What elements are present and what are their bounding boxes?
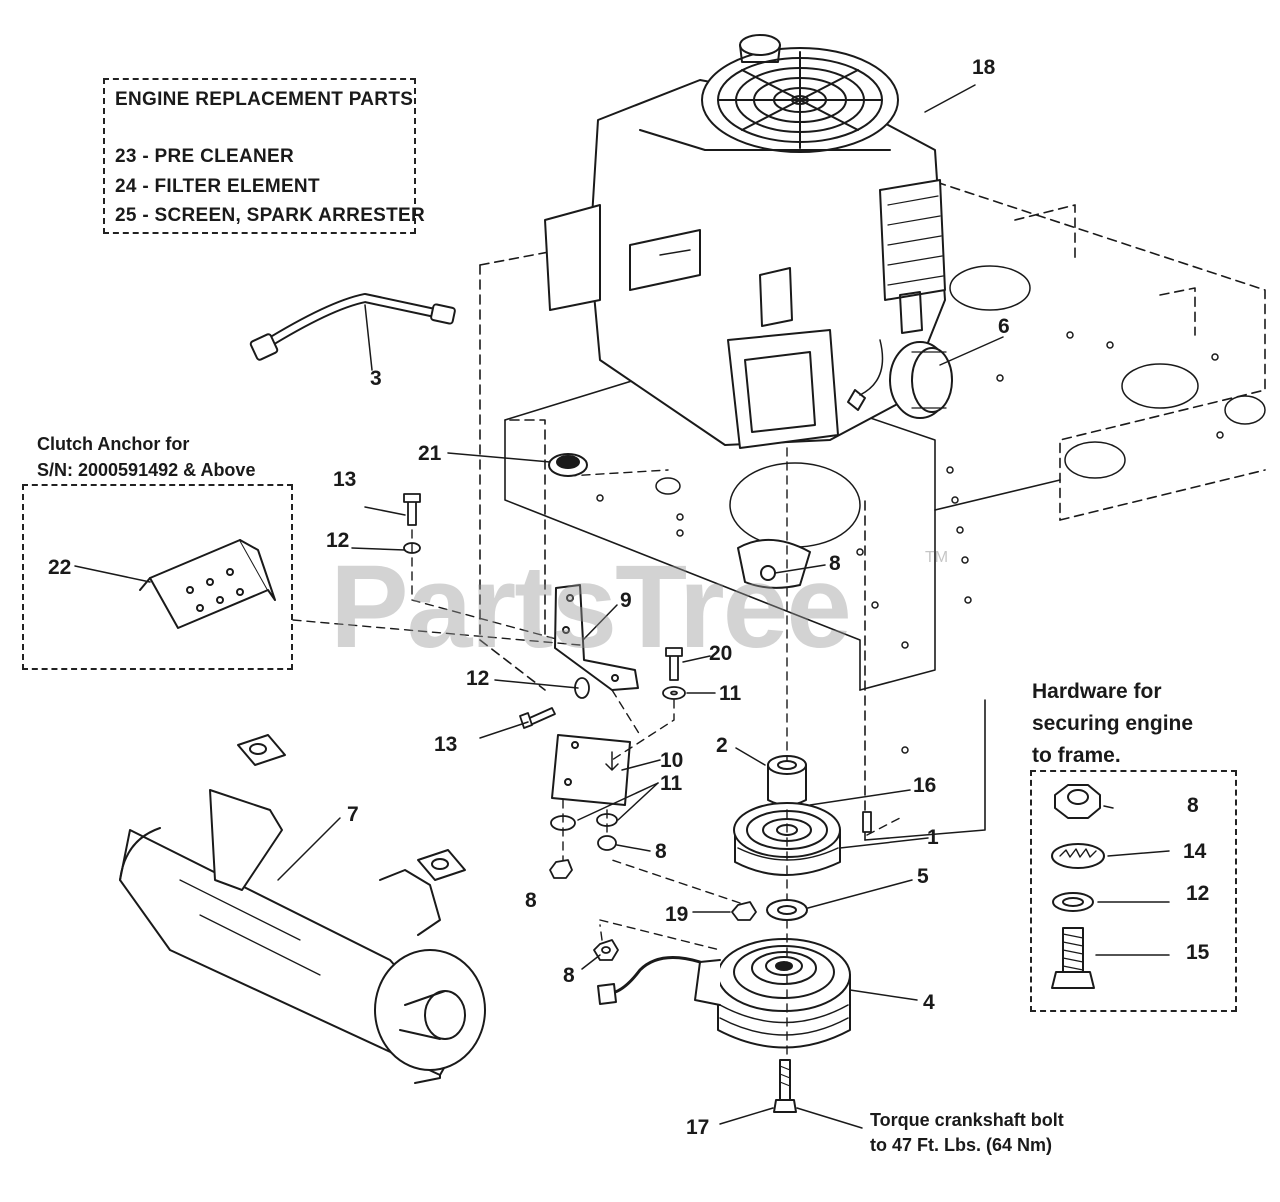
callout-6: 6 (998, 315, 1010, 338)
callout-13-upper: 13 (333, 468, 357, 491)
callout-18: 18 (972, 56, 996, 79)
leader-lines (74, 84, 1170, 1129)
replacement-part-25: 25 - SCREEN, SPARK ARRESTER (115, 205, 426, 226)
callout-7: 7 (347, 803, 359, 826)
replacement-part-23: 23 - PRE CLEANER (115, 146, 295, 167)
clutch-wire (597, 956, 702, 1005)
small-hardware (403, 493, 872, 961)
replacement-part-24: 24 - FILTER ELEMENT (115, 176, 320, 197)
callout-9: 9 (620, 589, 632, 612)
hardware-callout-14: 14 (1183, 840, 1207, 863)
callout-21: 21 (418, 442, 442, 465)
watermark-trademark: TM (925, 549, 949, 566)
hardware-box (1030, 770, 1237, 1012)
callout-22: 22 (48, 556, 72, 579)
callout-13-lower: 13 (434, 733, 458, 756)
clutch-plate (551, 734, 631, 806)
torque-note-1: Torque crankshaft bolt (870, 1110, 1064, 1130)
callout-11-lower: 11 (660, 772, 683, 795)
clutch-anchor-part (139, 539, 276, 629)
torque-note-2: to 47 Ft. Lbs. (64 Nm) (870, 1135, 1053, 1155)
grommet (548, 453, 588, 477)
hardware-callout-12: 12 (1186, 882, 1210, 905)
replacement-parts-box: ENGINE REPLACEMENT PARTS 23 - PRE CLEANE… (103, 78, 425, 234)
callout-10: 10 (660, 749, 684, 772)
hardware-caption-2: securing engine (1032, 712, 1194, 735)
callout-11-upper: 11 (719, 682, 742, 705)
hardware-caption-1: Hardware for (1032, 680, 1162, 703)
callout-12-upper: 12 (326, 529, 350, 552)
callout-4: 4 (923, 991, 935, 1014)
pto-clutch (694, 938, 851, 1049)
clutch-anchor-caption-1: Clutch Anchor for (37, 434, 190, 454)
engine (544, 34, 946, 449)
callout-17: 17 (686, 1116, 710, 1139)
hardware-group-parts (1051, 784, 1105, 989)
fuel-line (249, 293, 456, 361)
callout-8-washer: 8 (655, 840, 667, 863)
hardware-caption-3: to frame. (1032, 744, 1121, 767)
crankshaft-bolt (773, 1059, 797, 1113)
muffler (119, 734, 486, 1084)
washer (766, 899, 808, 921)
callout-8-clutch: 8 (563, 964, 575, 987)
callout-12-lower: 12 (466, 667, 490, 690)
callout-5: 5 (917, 865, 929, 888)
clutch-anchor-caption-2: S/N: 2000591492 & Above (37, 460, 256, 480)
callout-16: 16 (913, 774, 937, 797)
callout-8-bracket: 8 (829, 552, 841, 575)
callout-2: 2 (716, 734, 728, 757)
clutch-anchor-box (22, 484, 293, 670)
callout-20: 20 (709, 642, 733, 665)
spacer (767, 755, 807, 806)
callout-1: 1 (927, 826, 939, 849)
anchor-bracket (554, 584, 639, 691)
hardware-callout-15: 15 (1186, 941, 1210, 964)
watermark-text: PartsTree (330, 541, 852, 673)
callout-19: 19 (665, 903, 689, 926)
alignment-dashes (292, 447, 901, 1061)
callout-3: 3 (370, 367, 382, 390)
replacement-parts-title: ENGINE REPLACEMENT PARTS (115, 89, 414, 110)
hardware-callout-8: 8 (1187, 794, 1199, 817)
oil-filter (889, 341, 953, 419)
callout-8-lower-left: 8 (525, 889, 537, 912)
